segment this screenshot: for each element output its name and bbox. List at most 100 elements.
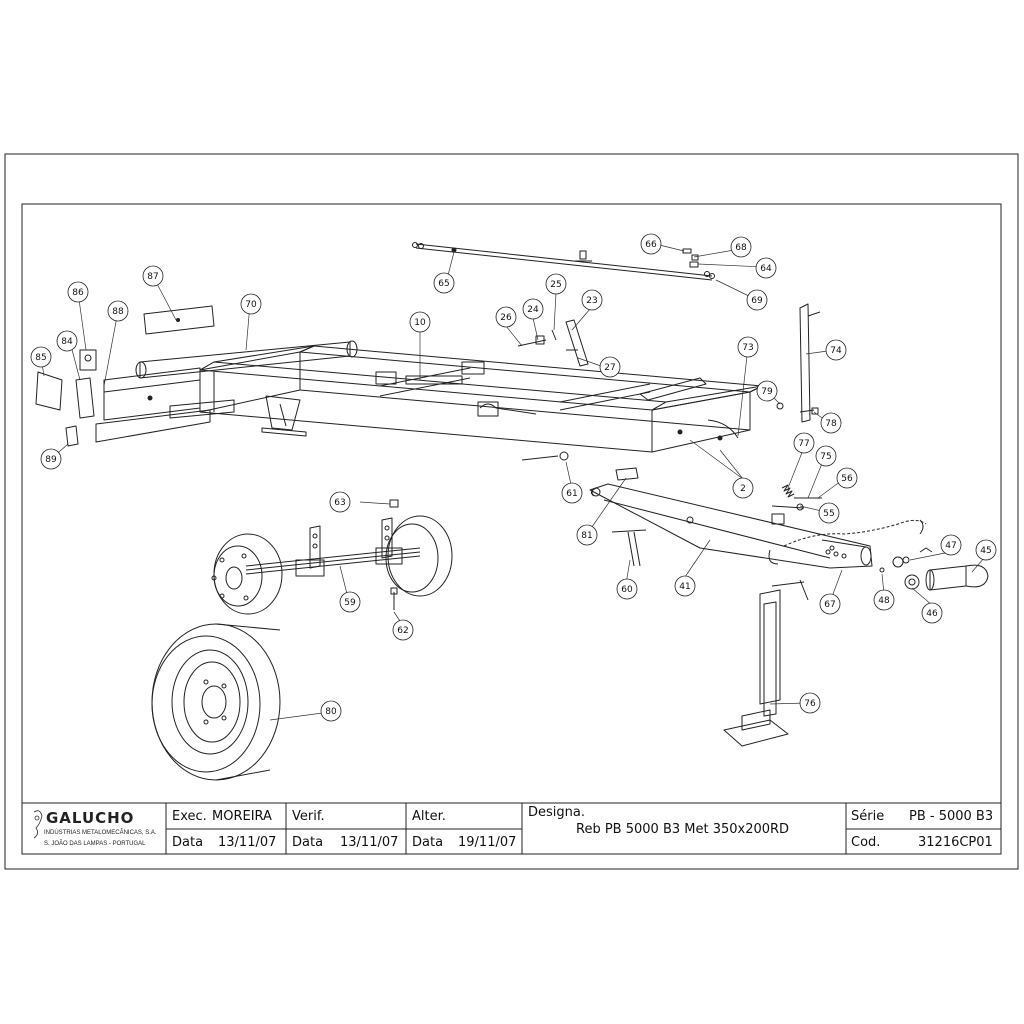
verif-label: Verif. <box>292 809 325 824</box>
svg-text:61: 61 <box>566 489 577 499</box>
callout-26: 26 <box>495 306 517 328</box>
rear-light <box>75 349 97 419</box>
inner-frame <box>21 203 1002 855</box>
safety-chain <box>783 519 927 547</box>
svg-text:56: 56 <box>841 474 853 484</box>
callout-59: 59 <box>339 591 361 613</box>
svg-text:77: 77 <box>798 439 809 449</box>
designa-label: Designa. <box>528 805 585 820</box>
svg-text:78: 78 <box>825 419 837 429</box>
drawbar <box>589 483 873 569</box>
callout-89: 89 <box>40 448 62 470</box>
callouts: 2 10 23 24 25 26 27 41 45 46 47 48 55 56… <box>30 233 997 722</box>
callout-70: 70 <box>240 293 262 315</box>
svg-text:75: 75 <box>820 452 831 462</box>
svg-text:85: 85 <box>35 353 46 363</box>
svg-text:60: 60 <box>621 585 633 595</box>
rear-light-bar <box>95 367 235 443</box>
callout-64: 64 <box>755 257 777 279</box>
callout-60: 60 <box>616 578 638 600</box>
callout-78: 78 <box>820 412 842 434</box>
svg-text:64: 64 <box>760 264 772 274</box>
svg-text:76: 76 <box>804 699 816 709</box>
company-logo-text: GALUCHO <box>46 809 135 827</box>
rear-tube <box>135 340 358 379</box>
verif-data-label: Data <box>292 835 324 850</box>
callout-56: 56 <box>836 467 858 489</box>
reflector-plate <box>143 305 215 335</box>
callout-80: 80 <box>320 700 342 722</box>
exec-label: Exec. <box>172 809 207 824</box>
pin-60 <box>611 529 647 567</box>
exec-data-label: Data <box>172 835 204 850</box>
callout-62: 62 <box>392 619 414 641</box>
svg-text:24: 24 <box>527 305 539 315</box>
callout-45: 45 <box>975 539 997 561</box>
callout-68: 68 <box>730 236 752 258</box>
svg-text:86: 86 <box>72 288 84 298</box>
callout-67: 67 <box>819 593 841 615</box>
axle-assembly <box>211 499 453 615</box>
bolt-61 <box>521 451 639 481</box>
svg-text:84: 84 <box>61 337 73 347</box>
svg-text:45: 45 <box>980 546 991 556</box>
wheel <box>151 623 281 781</box>
svg-text:23: 23 <box>586 296 597 306</box>
company-subtitle-2: S. JOÃO DAS LAMPAS - PORTUGAL <box>44 841 146 847</box>
svg-text:10: 10 <box>414 318 426 328</box>
cod-label: Cod. <box>851 835 881 850</box>
callout-73: 73 <box>737 336 759 358</box>
svg-text:25: 25 <box>550 280 561 290</box>
verif-date: 13/11/07 <box>340 835 399 850</box>
outer-frame <box>4 153 1019 870</box>
callout-63: 63 <box>329 491 351 513</box>
svg-text:80: 80 <box>325 707 337 717</box>
svg-text:46: 46 <box>926 609 938 619</box>
svg-text:74: 74 <box>830 346 842 356</box>
callout-10: 10 <box>409 311 431 333</box>
callout-76: 76 <box>799 692 821 714</box>
logo-emblem <box>33 810 43 839</box>
svg-text:2: 2 <box>740 484 746 494</box>
callout-66: 66 <box>640 233 662 255</box>
spring <box>771 484 822 511</box>
svg-text:63: 63 <box>334 498 345 508</box>
callout-48: 48 <box>873 589 895 611</box>
svg-text:68: 68 <box>735 243 747 253</box>
callout-23: 23 <box>581 289 603 311</box>
clip-plate <box>65 425 79 447</box>
svg-text:73: 73 <box>742 343 753 353</box>
svg-text:67: 67 <box>824 600 835 610</box>
callout-47: 47 <box>940 534 962 556</box>
svg-text:66: 66 <box>645 240 657 250</box>
alter-label: Alter. <box>412 809 446 824</box>
designa-value: Reb PB 5000 B3 Met 350x200RD <box>576 822 790 837</box>
callout-2: 2 <box>732 477 754 499</box>
chassis-frame <box>199 345 763 453</box>
callout-27: 27 <box>599 356 621 378</box>
callout-69: 69 <box>746 289 768 311</box>
callout-55: 55 <box>818 502 840 524</box>
callout-77: 77 <box>793 432 815 454</box>
title-block-grid <box>21 802 1002 855</box>
callout-41: 41 <box>674 575 696 597</box>
callout-81: 81 <box>576 524 598 546</box>
svg-text:79: 79 <box>761 387 773 397</box>
svg-text:65: 65 <box>438 279 449 289</box>
alter-date: 19/11/07 <box>458 835 517 850</box>
svg-text:55: 55 <box>823 509 834 519</box>
alter-data-label: Data <box>412 835 444 850</box>
svg-text:62: 62 <box>397 626 408 636</box>
serie-label: Série <box>851 809 885 824</box>
svg-text:89: 89 <box>45 455 57 465</box>
serie-value: PB - 5000 B3 <box>909 809 994 824</box>
svg-text:81: 81 <box>581 531 592 541</box>
company-subtitle-1: INDÚSTRIAS METALOMECÂNICAS, S.A. <box>44 830 157 836</box>
svg-text:88: 88 <box>112 307 124 317</box>
callout-74: 74 <box>825 339 847 361</box>
svg-text:87: 87 <box>147 272 158 282</box>
svg-text:70: 70 <box>245 300 257 310</box>
svg-text:48: 48 <box>878 596 890 606</box>
exec-date: 13/11/07 <box>218 835 277 850</box>
